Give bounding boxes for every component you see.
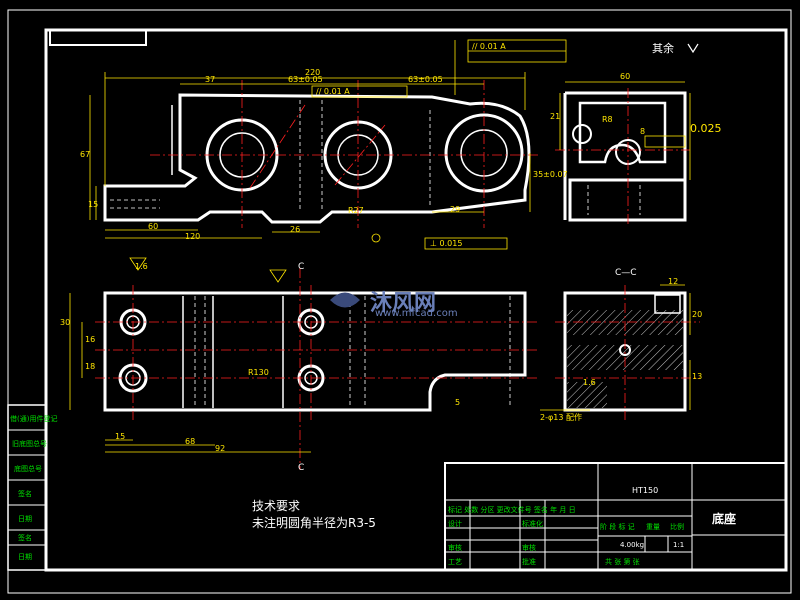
front-dim-5: 5 — [455, 398, 461, 407]
tb-header-row: 标记 处数 分区 更改文件号 签名 年 月 日 — [448, 506, 576, 514]
stamp-2: 底图总号 — [14, 465, 42, 473]
left-stamp-grid — [7, 404, 47, 571]
front-dim-68: 68 — [185, 437, 196, 446]
roughness-note: 其余 — [652, 42, 674, 55]
stamp-5: 签名 — [18, 534, 32, 542]
dim-15: 15 — [88, 200, 99, 209]
dim-26: 26 — [290, 225, 301, 234]
tb-weight: 4.00kg — [620, 541, 645, 549]
tb-stage: 阶 段 标 记 — [600, 523, 635, 531]
tb-design: 设计 — [448, 520, 462, 528]
side-dim-21: 21 — [550, 112, 561, 121]
tb-standardize: 标准化 — [522, 520, 543, 528]
cc-dim-16: 1.6 — [583, 378, 596, 387]
drawing-number-box — [49, 29, 147, 46]
watermark-brand: 沐风网 — [370, 291, 437, 316]
cc-dim-20: 20 — [692, 310, 703, 319]
stamp-6: 日期 — [18, 553, 32, 561]
tech-req-line: 未注明圆角半径为R3-5 — [252, 516, 376, 530]
tol-frame-1: // 0.01 A — [472, 42, 506, 51]
stamp-0: 借(通)用件登记 — [10, 415, 58, 423]
cc-dim-12: 12 — [668, 277, 679, 286]
cc-dim-13: 13 — [692, 372, 703, 381]
cut-label-bottom: C — [298, 463, 305, 473]
rough-16: 1.6 — [135, 262, 148, 271]
dim-67: 67 — [80, 150, 91, 159]
tb-sheets: 共 张 第 张 — [605, 558, 640, 566]
section-cc — [540, 284, 700, 420]
tb-check: 审核 — [448, 544, 462, 552]
tb-scale-label: 比例 — [670, 523, 684, 531]
cut-label-top: C — [298, 262, 305, 272]
outer-border — [7, 9, 792, 594]
top-view — [89, 39, 567, 271]
dim-120: 120 — [185, 232, 201, 241]
material: HT150 — [632, 486, 659, 495]
tb-weight-label: 重量 — [646, 523, 660, 531]
dim-35: 35±0.07 — [533, 170, 568, 179]
stamp-4: 日期 — [18, 515, 32, 523]
front-dim-15: 15 — [115, 432, 126, 441]
part-name: 底座 — [712, 512, 737, 526]
tech-req-title: 技术要求 — [252, 499, 301, 513]
dim-63b: 63±0.05 — [408, 75, 443, 84]
front-view — [69, 268, 540, 470]
tb-scale: 1:1 — [673, 541, 685, 549]
dim-63a: 63±0.05 — [288, 75, 323, 84]
side-view — [555, 81, 691, 225]
tb-approve: 批准 — [522, 558, 536, 566]
side-dim-60: 60 — [620, 72, 631, 81]
stamp-3: 签名 — [18, 490, 32, 498]
side-dim-8: 8 — [640, 127, 646, 136]
dim-60: 60 — [148, 222, 159, 231]
tol-frame-3: ⊥ 0.015 — [430, 239, 463, 248]
dim-r27: R27 — [348, 206, 364, 215]
tb-process: 工艺 — [448, 558, 462, 566]
title-block-grid — [444, 462, 787, 571]
tol-frame-2: // 0.01 A — [316, 87, 350, 96]
dim-37: 37 — [205, 75, 216, 84]
side-tol: 0.025 — [690, 122, 722, 135]
section-label: C—C — [615, 268, 637, 278]
dim-29: 29 — [450, 205, 461, 214]
stamp-1: 旧底图总号 — [12, 440, 47, 448]
watermark-logo — [330, 292, 360, 308]
front-dim-18: 18 — [85, 362, 96, 371]
cc-note: 2-φ13 配作 — [540, 413, 582, 422]
front-dim-92: 92 — [215, 444, 226, 453]
watermark-url: www.mfcad.com — [375, 308, 458, 319]
tb-audit: 审核 — [522, 544, 536, 552]
front-dim-16: 16 — [85, 335, 96, 344]
inner-border — [44, 28, 788, 572]
dim-overall: 220 — [305, 68, 321, 77]
roughness-symbol — [687, 43, 699, 54]
front-dim-r130: R130 — [248, 368, 269, 377]
side-dim-r8: R8 — [602, 115, 613, 124]
front-dim-30: 30 — [60, 318, 71, 327]
